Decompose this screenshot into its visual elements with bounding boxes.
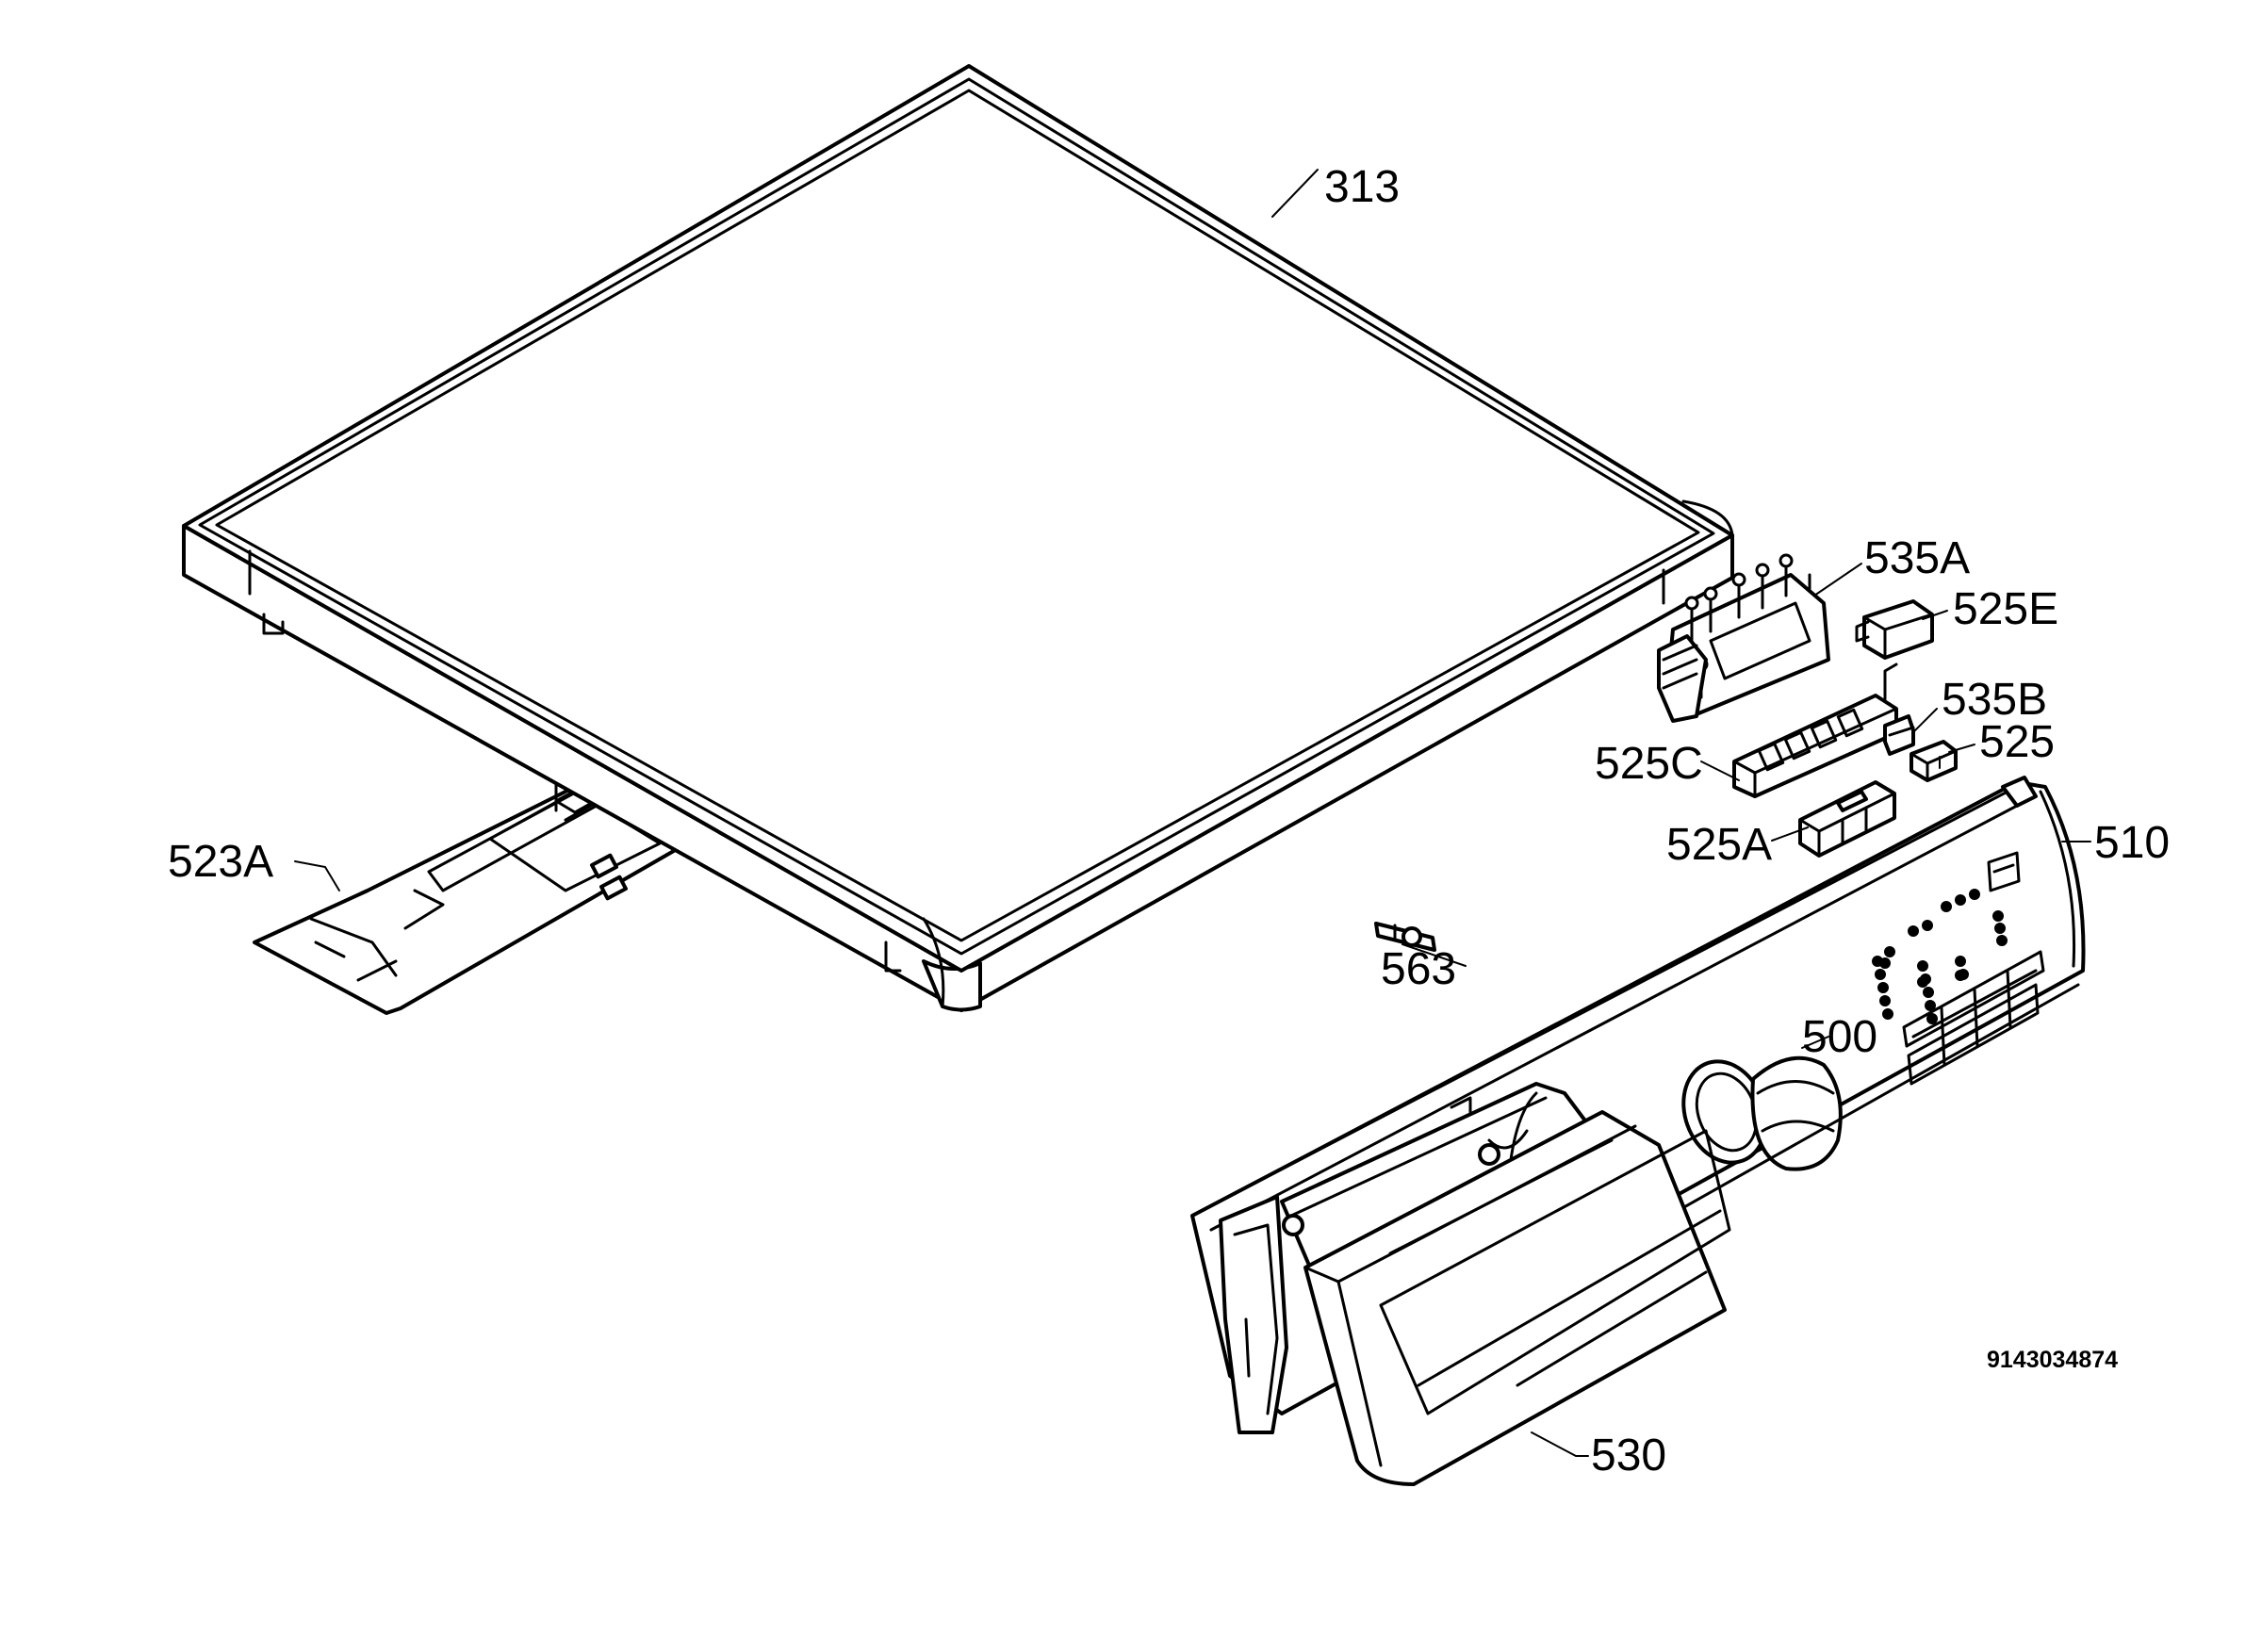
leader-313	[1271, 169, 1319, 218]
leader-523A	[294, 860, 340, 891]
drawing-number: 9143034874	[1987, 1347, 2118, 1373]
label-525E: 525E	[1953, 584, 2058, 634]
label-563: 563	[1381, 944, 1456, 994]
leader-lines	[294, 169, 2091, 1457]
label-523A: 523A	[168, 837, 273, 887]
label-525C: 525C	[1595, 739, 1703, 789]
label-535B: 535B	[1942, 675, 2047, 725]
label-313: 313	[1324, 162, 1400, 212]
part-500-selector-knob	[1681, 1055, 1843, 1171]
leader-525E	[1922, 610, 1948, 620]
part-563-pin	[1374, 922, 1436, 952]
leader-535B	[1912, 708, 1938, 733]
part-525-switch	[1910, 740, 1958, 782]
part-535A-switch-carrier	[1657, 553, 1830, 723]
leader-563	[1401, 943, 1467, 967]
leader-525	[1948, 744, 1975, 753]
label-500: 500	[1802, 1012, 1877, 1062]
part-525E-switch	[1855, 599, 1934, 660]
part-530-detergent-drawer	[1219, 1082, 1731, 1486]
label-510: 510	[2094, 818, 2170, 868]
leader-525A	[1771, 826, 1809, 842]
label-525A: 525A	[1666, 820, 1772, 870]
leader-500	[1801, 1036, 1829, 1049]
label-535A: 535A	[1864, 533, 1970, 583]
leader-525C	[1700, 761, 1740, 781]
label-525: 525	[1979, 717, 2055, 767]
leader-535A	[1813, 563, 1862, 597]
label-530: 530	[1591, 1431, 1666, 1480]
part-535B-small-switch	[1883, 714, 1915, 756]
part-313-top-lid	[182, 64, 1734, 1012]
part-525A-push-buttons	[1798, 780, 1896, 858]
leader-530	[1531, 1431, 1589, 1457]
